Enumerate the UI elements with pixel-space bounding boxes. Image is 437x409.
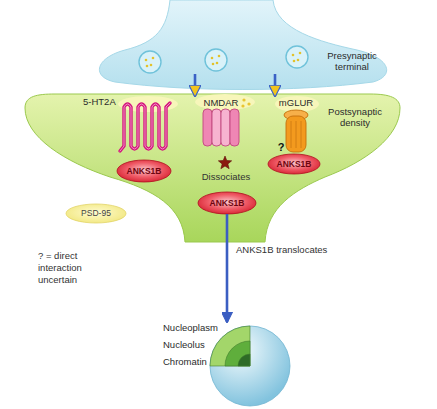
transmitter-dot (152, 57, 155, 60)
vesicle (139, 51, 161, 73)
protein-name: ANKS1B (117, 166, 171, 177)
psd95-protein: PSD-95 (66, 204, 126, 223)
protein-oval (198, 192, 256, 214)
node-label: Nucleolus (163, 339, 221, 350)
transmitter-dot (145, 59, 148, 62)
channel-subunit (212, 109, 221, 146)
transmitter-dot (297, 59, 300, 62)
nmda-receptor: NMDAR (190, 96, 252, 148)
transmitter-dot (211, 57, 214, 60)
nucleus-sphere (210, 326, 290, 406)
channel-subunit (203, 109, 212, 146)
receptor-sheen (120, 103, 170, 151)
transmitter-dot (299, 52, 302, 55)
protein-name: ANKS1B (198, 198, 256, 209)
transmitter-dot (150, 64, 153, 67)
transmitter-dot (293, 60, 296, 63)
nucleus-cutaway (238, 354, 250, 366)
transmitter-dot (212, 63, 215, 66)
node-label: Presynaptic terminal (322, 50, 382, 72)
receptor-helix-line (301, 121, 302, 148)
scaffold-oval (66, 204, 126, 223)
protein-name: PSD-95 (66, 208, 126, 219)
receptor-helix-line (296, 121, 297, 148)
anks1b-protein: ANKS1B (268, 154, 320, 174)
cell-nucleus: NucleoplasmNucleolusChromatin (160, 322, 297, 409)
vesicle (205, 49, 227, 71)
channel-subunit (221, 109, 230, 146)
receptor-body (286, 116, 306, 152)
protein-oval (268, 154, 320, 174)
transmitter-dot (218, 55, 221, 58)
transmitter-dot (146, 65, 149, 68)
node-label: mGLUR (272, 97, 320, 108)
anks1b-protein: ANKS1B (117, 160, 171, 182)
node-label: 5-HT2A (83, 96, 127, 107)
presynaptic-terminal: Presynaptic terminal (95, 0, 387, 74)
transmitter-dot (242, 98, 245, 101)
node-label: Postsynaptic density (323, 106, 387, 128)
signal-arrow (194, 74, 197, 96)
receptor-helices (120, 103, 170, 151)
signal-arrow (274, 74, 277, 96)
protein-name: ANKS1B (268, 159, 320, 170)
transmitter-dot (292, 54, 295, 57)
process-note: Dissociates (196, 171, 256, 183)
vesicle (286, 46, 308, 68)
protein-oval (117, 160, 171, 182)
channel-subunit (230, 109, 239, 146)
terminal-outline (99, 0, 386, 90)
uncertainty-mark: ? (276, 141, 286, 153)
nucleus-cutaway (225, 341, 250, 366)
transmitter-dot (241, 104, 244, 107)
transmitter-dot (247, 102, 250, 105)
anks1b-protein: ANKS1B (198, 192, 256, 214)
dissociation-star (218, 156, 231, 169)
node-label: Chromatin (163, 356, 221, 367)
node-label: Nucleoplasm (163, 322, 221, 333)
receptor-helix-line (291, 121, 292, 148)
serotonin-receptor: 5-HT2A (75, 94, 170, 152)
synaptic-vesicles (139, 46, 308, 73)
signal-arrow (226, 214, 229, 322)
edge-label: ANKS1B translocates (236, 244, 327, 256)
spine-outline (25, 94, 400, 242)
released-transmitter (241, 98, 250, 107)
node-label: NMDAR (190, 97, 252, 108)
transmitter-dot (216, 62, 219, 65)
key-note: ? = direct interaction uncertain (38, 250, 118, 286)
